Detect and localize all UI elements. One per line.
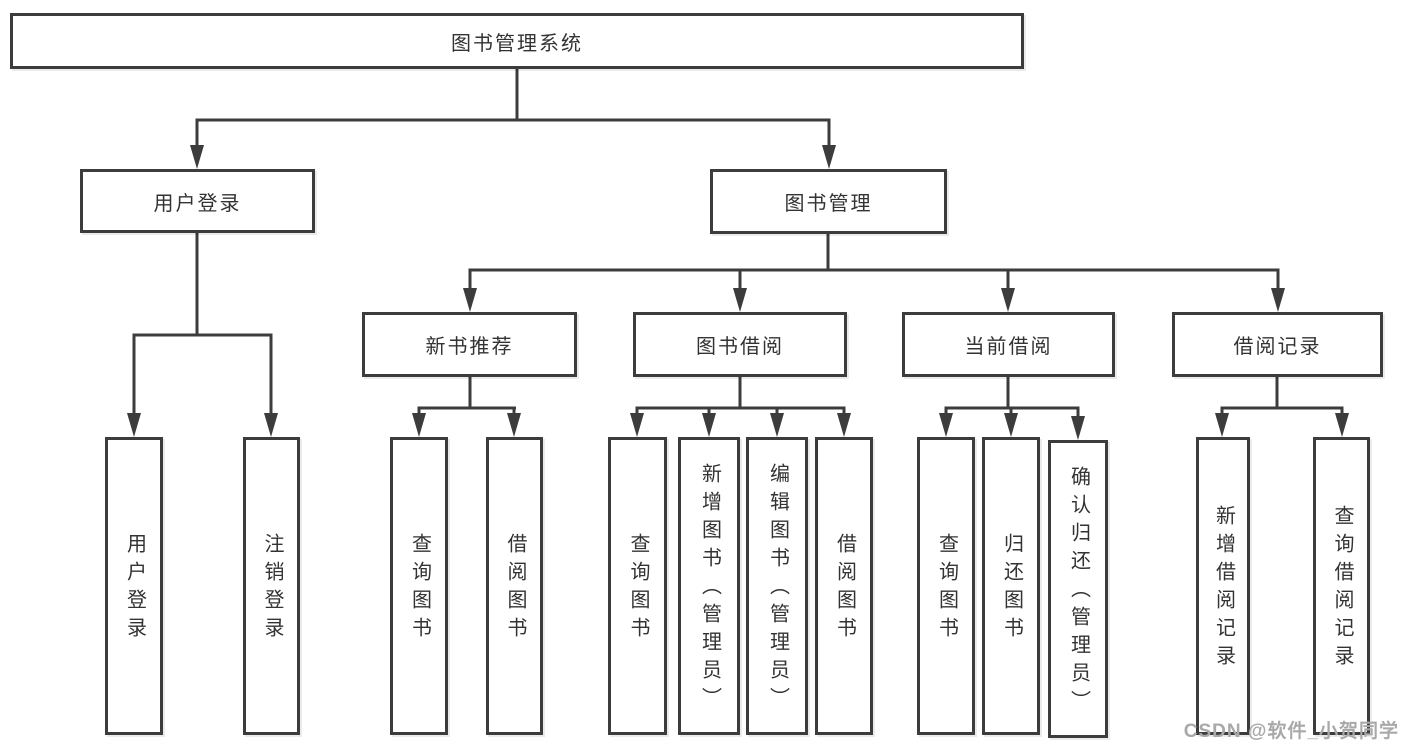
node-new-book-recommend: 新书推荐 bbox=[362, 312, 577, 377]
connector-borrowing-children bbox=[630, 377, 851, 437]
connector-book-mgmt-to-level3 bbox=[463, 234, 1285, 312]
node-borrow-records: 借阅记录 bbox=[1172, 312, 1383, 377]
leaf-logout: 注销登录 bbox=[243, 437, 300, 735]
csdn-watermark: CSDN @软件_小贺同学 bbox=[1183, 721, 1399, 742]
node-current-borrow: 当前借阅 bbox=[902, 312, 1115, 377]
connector-user-login-children bbox=[127, 233, 278, 437]
leaf-borrow-books-recommend: 借阅图书 bbox=[486, 437, 543, 735]
leaf-query-borrow-record: 查询借阅记录 bbox=[1313, 437, 1370, 735]
connector-current-children bbox=[939, 377, 1085, 440]
leaf-user-login: 用户登录 bbox=[105, 437, 163, 735]
leaf-add-books-admin: 新增图书（管理员） bbox=[678, 437, 740, 735]
node-system-root: 图书管理系统 bbox=[10, 13, 1024, 69]
leaf-add-borrow-record: 新增借阅记录 bbox=[1196, 437, 1250, 735]
leaf-edit-books-admin: 编辑图书（管理员） bbox=[746, 437, 808, 735]
leaf-return-books: 归还图书 bbox=[982, 437, 1040, 735]
node-user-login: 用户登录 bbox=[80, 169, 315, 233]
leaf-query-books-recommend: 查询图书 bbox=[390, 437, 448, 735]
node-book-management: 图书管理 bbox=[710, 169, 947, 234]
leaf-query-books-borrowing: 查询图书 bbox=[608, 437, 667, 735]
node-book-borrowing: 图书借阅 bbox=[633, 312, 847, 377]
connector-new-rec-children bbox=[412, 377, 521, 437]
leaf-borrow-books: 借阅图书 bbox=[815, 437, 873, 735]
connector-records-children bbox=[1215, 377, 1349, 437]
leaf-confirm-return-admin: 确认归还（管理员） bbox=[1048, 440, 1108, 738]
connector-root-to-level2 bbox=[190, 69, 836, 169]
leaf-query-books-current: 查询图书 bbox=[917, 437, 975, 735]
